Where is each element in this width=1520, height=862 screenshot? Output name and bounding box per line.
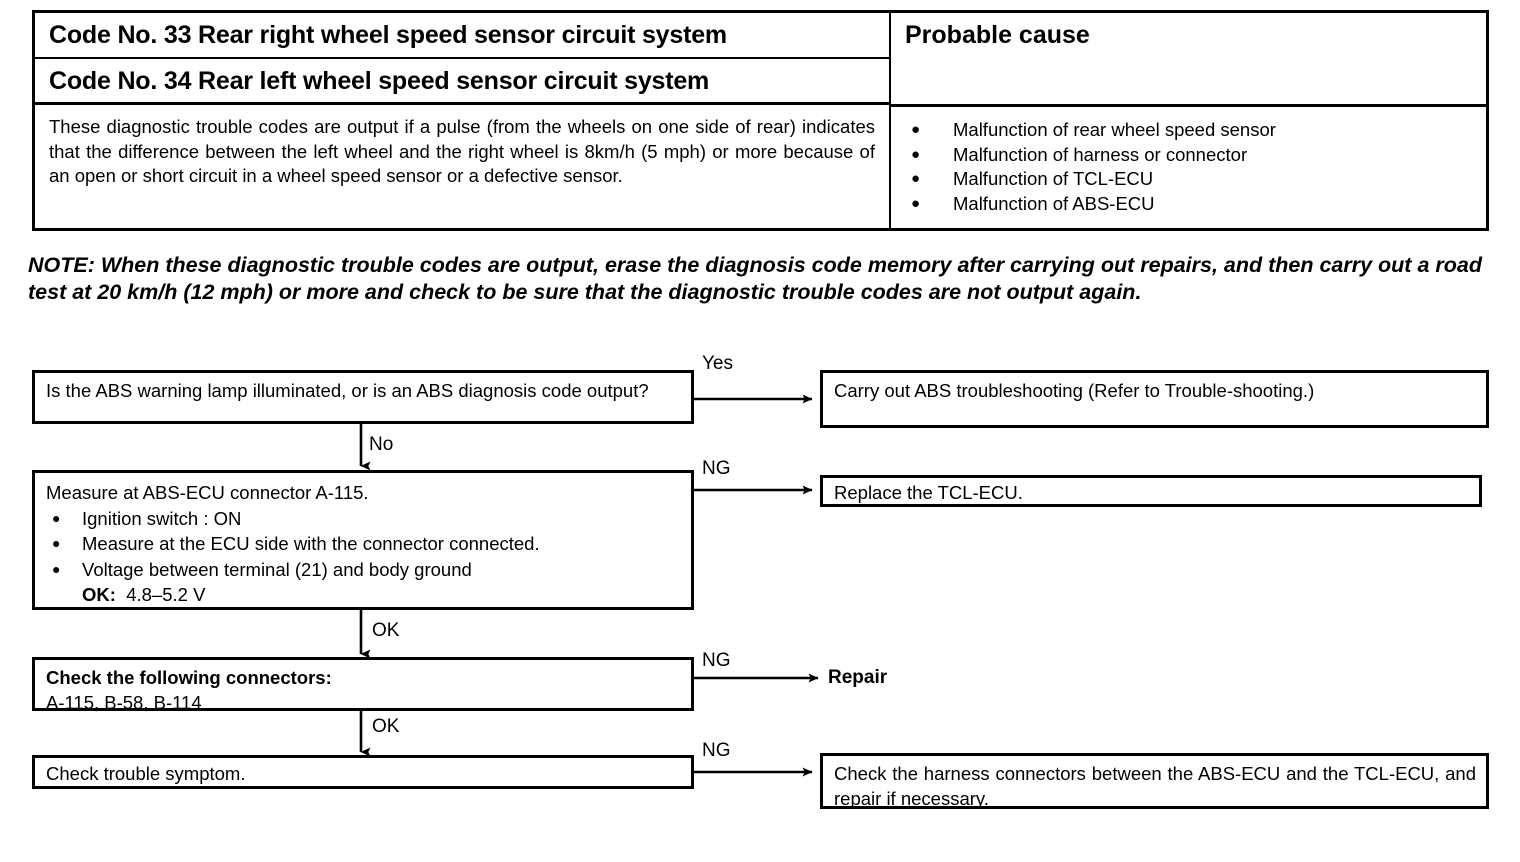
- list-item: ● Measure at the ECU side with the connec…: [46, 531, 681, 557]
- flow-step-2-ok-label: OK:: [82, 584, 116, 605]
- flow-step-2-measure-box: Measure at ABS-ECU connector A-115. ● Ign…: [32, 470, 694, 610]
- dtc-table-left-column: Code No. 33 Rear right wheel speed senso…: [35, 13, 891, 228]
- edge-label-ng-2: NG: [702, 458, 731, 479]
- flow-result-check-harness-box: Check the harness connectors between the…: [820, 753, 1489, 809]
- edge-label-ok-3: OK: [372, 716, 400, 737]
- dtc-table-right-column: Probable cause ● Malfunction of rear whee…: [891, 13, 1486, 228]
- flow-result-abs-troubleshooting-box: Carry out ABS troubleshooting (Refer to …: [820, 370, 1489, 428]
- bullet-icon: ●: [911, 145, 921, 163]
- probable-cause-list: ●Malfunction of rear wheel speed sensor …: [905, 118, 1472, 216]
- dtc-description-cell: These diagnostic trouble codes are outpu…: [35, 105, 889, 217]
- flow-step-4-text: Check trouble symptom.: [46, 763, 246, 784]
- probable-cause-header: Probable cause: [891, 13, 1486, 107]
- list-item: ● Malfunction of harness or connector: [905, 143, 1472, 168]
- flow-step-2-item-label: Voltage between terminal (21) and body g…: [82, 558, 472, 580]
- flow-step-3-title: Check the following connectors:: [46, 667, 332, 688]
- flow-step-2-ok-spec: OK: 4.8–5.2 V: [46, 582, 681, 608]
- cause-label: Malfunction of TCL-ECU: [953, 168, 1154, 189]
- list-item: ● Voltage between terminal (21) and body …: [46, 557, 681, 583]
- bullet-icon: ●: [911, 194, 921, 212]
- flow-result-abs-troubleshooting-text: Carry out ABS troubleshooting (Refer to …: [834, 380, 1315, 401]
- edge-label-ng-4: NG: [702, 740, 731, 761]
- flow-step-1-text: Is the ABS warning lamp illuminated, or …: [46, 380, 649, 401]
- list-item: ● Malfunction of rear wheel speed sensor: [905, 118, 1472, 143]
- flow-step-2-item-label: Ignition switch : ON: [82, 507, 242, 529]
- cause-label: Malfunction of rear wheel speed sensor: [953, 119, 1276, 140]
- probable-cause-cell: ●Malfunction of rear wheel speed sensor …: [891, 107, 1486, 228]
- flow-result-replace-tcl-ecu-text: Replace the TCL-ECU.: [834, 482, 1023, 503]
- flow-result-check-harness-text: Check the harness connectors between the…: [834, 763, 1476, 809]
- flow-step-4-symptom-box: Check trouble symptom.: [32, 755, 694, 789]
- list-item: ● Malfunction of TCL-ECU: [905, 167, 1472, 192]
- dtc-description-text: These diagnostic trouble codes are outpu…: [49, 116, 875, 186]
- bullet-icon: ●: [911, 170, 921, 187]
- dtc-table: Code No. 33 Rear right wheel speed senso…: [32, 10, 1489, 231]
- cause-label: Malfunction of harness or connector: [953, 143, 1248, 165]
- flow-step-3-connectors: A-115, B-58, B-114: [46, 691, 202, 713]
- flow-result-replace-tcl-ecu-box: Replace the TCL-ECU.: [820, 475, 1482, 507]
- flow-step-2-ok-value: 4.8–5.2 V: [126, 584, 206, 605]
- note-paragraph: NOTE: When these diagnostic trouble code…: [28, 253, 1482, 304]
- bullet-icon: ●: [52, 509, 61, 526]
- edge-label-no-1: No: [369, 434, 394, 455]
- flow-step-1-question-box: Is the ABS warning lamp illuminated, or …: [32, 370, 694, 424]
- flow-result-repair-label: Repair: [828, 667, 888, 688]
- flow-step-3-connectors-box: Check the following connectors: A-115, B…: [32, 657, 694, 713]
- flow-step-2-item-label: Measure at the ECU side with the connect…: [82, 533, 540, 554]
- list-item: ● Ignition switch : ON: [46, 506, 681, 532]
- list-item: ● Malfunction of ABS-ECU: [905, 192, 1472, 217]
- bullet-icon: ●: [52, 535, 61, 551]
- flow-step-2-title: Measure at ABS-ECU connector A-115.: [46, 482, 369, 503]
- bullet-icon: ●: [911, 121, 921, 138]
- edge-label-ng-3: NG: [702, 650, 731, 671]
- edge-label-ok-2: OK: [372, 620, 400, 641]
- code-row-33: Code No. 33 Rear right wheel speed senso…: [35, 13, 889, 59]
- flow-step-2-list: ● Ignition switch : ON ● Measure at the EC…: [46, 506, 681, 583]
- code-row-34: Code No. 34 Rear left wheel speed sensor…: [35, 59, 889, 105]
- edge-label-yes-1: Yes: [702, 353, 733, 374]
- bullet-icon: ●: [52, 560, 61, 577]
- cause-label: Malfunction of ABS-ECU: [953, 192, 1155, 214]
